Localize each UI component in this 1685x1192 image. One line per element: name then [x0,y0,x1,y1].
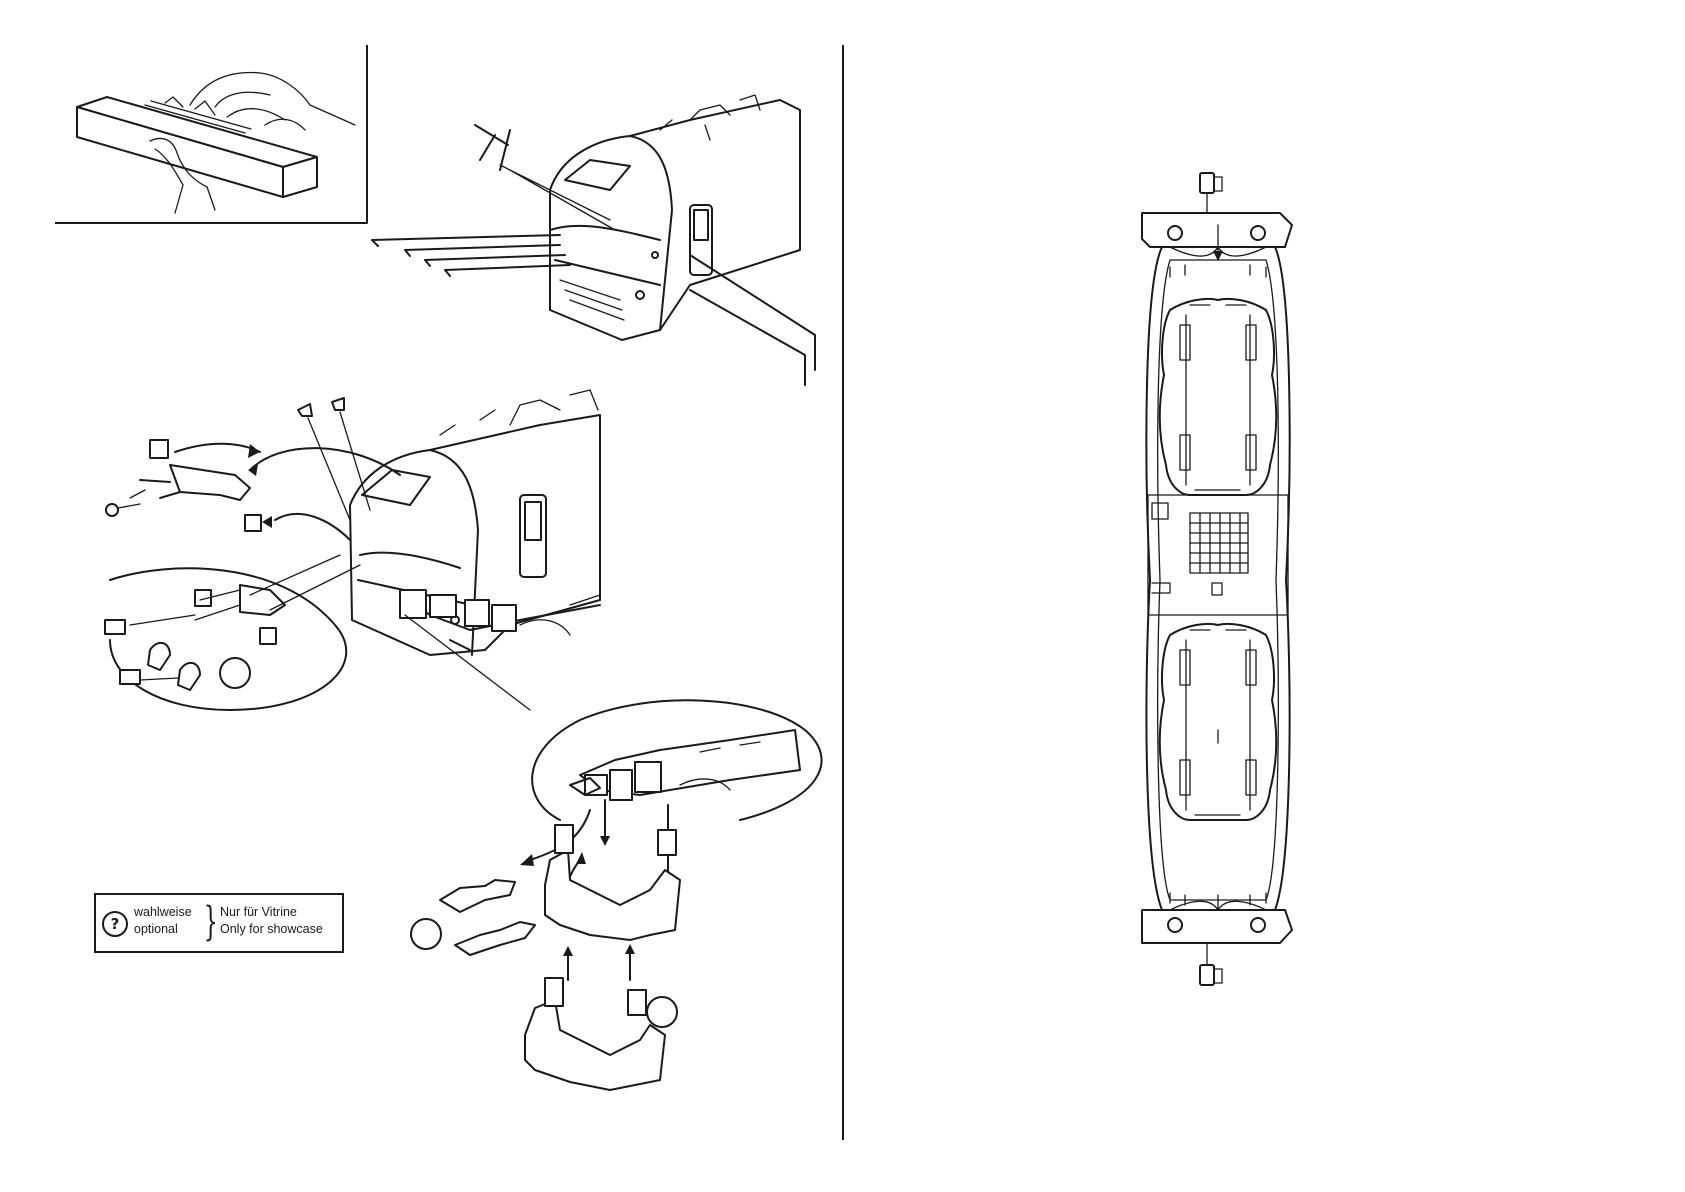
loco-wiper-panel [360,80,825,400]
coupler-detail-illustration [400,690,840,1140]
legend-option-labels: wahlweise optional [134,904,192,938]
legend-option-de: wahlweise [134,904,192,921]
legend-option-en: optional [134,921,192,938]
coupler-detail-panel [400,690,840,1140]
box-removal-illustration [55,45,370,225]
curly-brace-icon: } [204,900,218,944]
box-removal-panel [55,45,370,225]
page-divider [842,45,844,1140]
loco-wiper-illustration [360,80,825,400]
loco-underside-illustration [1130,165,1320,1005]
question-circle-icon: ? [102,911,128,937]
loco-underside-panel [1130,165,1320,1005]
legend-note-en: Only for showcase [220,921,323,938]
legend-note-de: Nur für Vitrine [220,904,323,921]
legend-note-labels: Nur für Vitrine Only for showcase [220,904,323,938]
legend-box: ? wahlweise optional } Nur für Vitrine O… [94,893,344,953]
